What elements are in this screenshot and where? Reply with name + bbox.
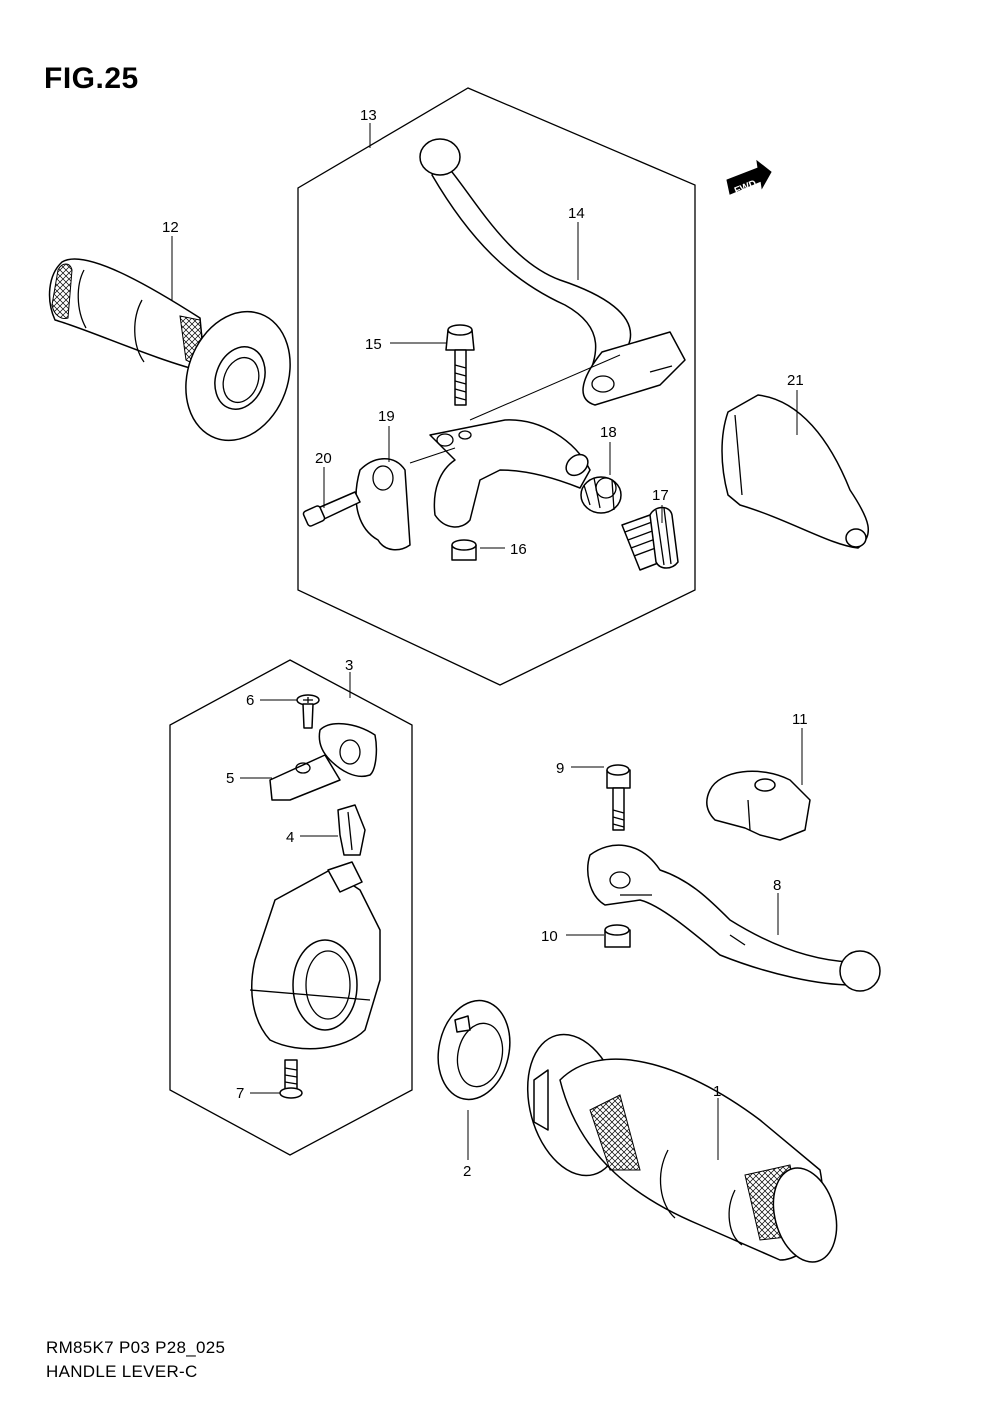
ref-label-1: 1 [713, 1083, 721, 1100]
ref-label-9: 9 [556, 760, 564, 777]
throttle-cap-upper [318, 723, 378, 777]
lever-cover-part-21 [721, 394, 869, 549]
ref-label-15: 15 [365, 336, 382, 353]
section-name: HANDLE LEVER-C [46, 1362, 198, 1381]
ref-label-2: 2 [463, 1163, 471, 1180]
ref-label-10: 10 [541, 928, 558, 945]
ref-label-11: 11 [792, 711, 808, 728]
ref-label-3: 3 [345, 657, 353, 674]
clutch-perch-bracket [409, 354, 621, 528]
right-grip-part-1 [526, 1033, 838, 1263]
ref-label-12: 12 [162, 219, 179, 236]
ref-label-21: 21 [787, 372, 804, 389]
ref-label-8: 8 [773, 877, 781, 894]
lever-holder-part-11 [705, 770, 811, 841]
model-code: RM85K7 P03 P28_025 [46, 1338, 226, 1357]
ref-label-4: 4 [286, 829, 294, 846]
cable-holder-part-5 [269, 754, 341, 801]
adjuster-part-17 [621, 506, 679, 571]
bolt-part-15 [445, 324, 475, 406]
screw-part-6 [296, 694, 320, 729]
ref-label-14: 14 [568, 205, 585, 222]
ref-label-5: 5 [226, 770, 234, 787]
nut-part-10 [604, 924, 631, 948]
ref-label-19: 19 [378, 408, 395, 425]
fwd-arrow-icon: FWD [726, 159, 772, 197]
figure-title: FIG.25 [44, 62, 139, 95]
brake-lever-part-8 [587, 844, 881, 992]
ref-label-20: 20 [315, 450, 332, 467]
ref-label-7: 7 [236, 1085, 244, 1102]
pulley-part-2 [437, 999, 511, 1101]
bolt-part-9 [606, 764, 631, 831]
clip-part-4 [337, 804, 366, 856]
ref-label-18: 18 [600, 424, 617, 441]
left-grip-part-12 [48, 258, 291, 442]
part-reference-labels: 1 2 3 4 5 6 7 8 9 10 11 12 13 14 15 16 1… [162, 107, 808, 1180]
clamp-part-19 [355, 458, 411, 551]
ref-label-13: 13 [360, 107, 377, 124]
ref-label-17: 17 [652, 487, 669, 504]
assembly-boundary-13 [297, 87, 696, 686]
assembly-boundary-3 [169, 659, 413, 1156]
nut-part-16 [451, 539, 477, 561]
ref-label-6: 6 [246, 692, 254, 709]
bolt-part-20 [302, 491, 361, 527]
screw-part-7 [279, 1059, 303, 1099]
ref-label-16: 16 [510, 541, 527, 558]
locknut-part-18 [580, 476, 622, 514]
clutch-lever-part-14 [419, 138, 686, 406]
leader-lines [171, 123, 803, 1160]
throttle-housing [249, 861, 381, 1050]
